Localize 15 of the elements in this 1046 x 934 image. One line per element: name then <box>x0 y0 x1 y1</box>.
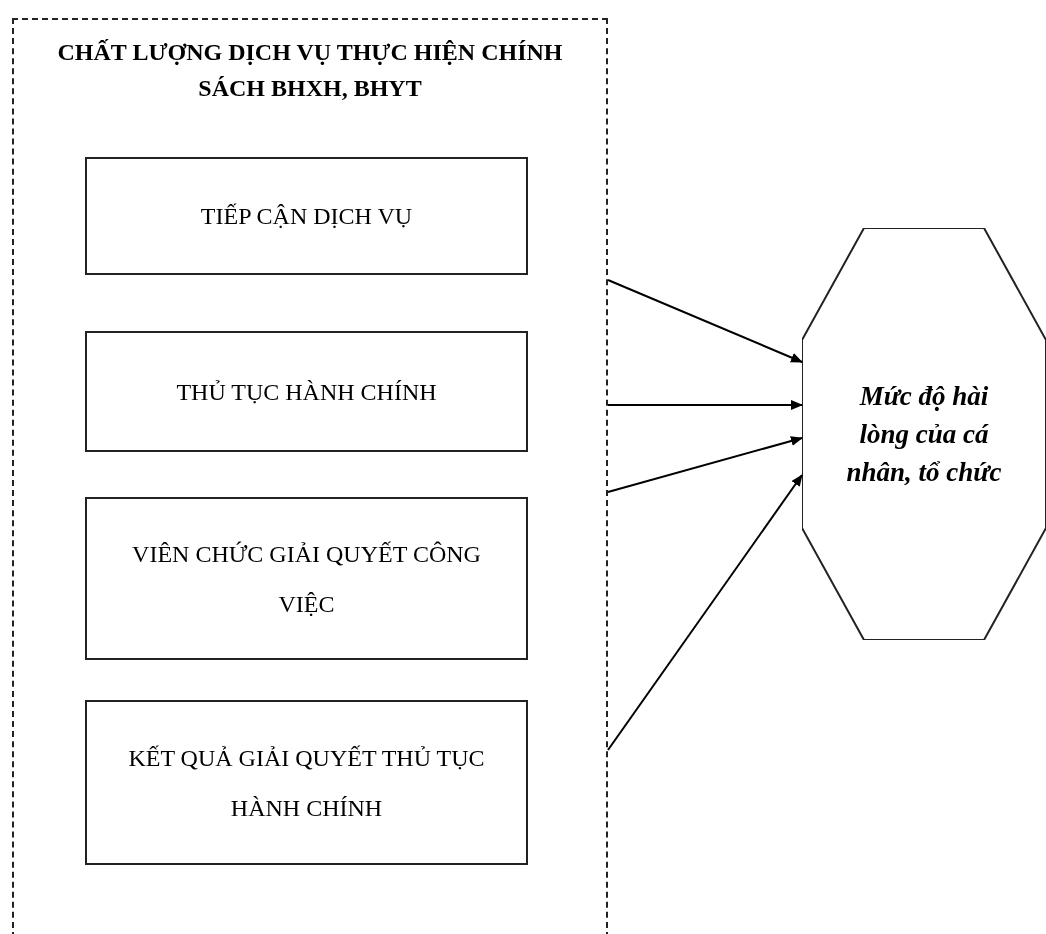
factor-text: KẾT QUẢ GIẢI QUYẾT THỦ TỤC HÀNH CHÍNH <box>127 743 486 823</box>
factor-box <box>85 331 528 452</box>
factor-text: THỦ TỤC HÀNH CHÍNH <box>175 377 438 407</box>
factor-box <box>85 157 528 275</box>
arrow <box>607 436 803 493</box>
factor-box <box>85 700 528 865</box>
arrow <box>607 400 803 410</box>
group-title: CHẤT LƯỢNG DỊCH VỤ THỰC HIỆN CHÍNH SÁCH BHXH, BHYT <box>56 38 564 103</box>
arrow <box>607 279 803 363</box>
factor-box <box>85 497 528 660</box>
factor-text: TIẾP CẬN DỊCH VỤ <box>199 202 414 231</box>
arrow <box>607 474 803 751</box>
factor-text: VIÊN CHỨC GIẢI QUYẾT CÔNG VIỆC <box>131 539 482 619</box>
dashed-group-frame <box>12 18 608 934</box>
outcome-text: Mức độ hài lòng của cá nhân, tổ chức <box>845 380 1003 489</box>
